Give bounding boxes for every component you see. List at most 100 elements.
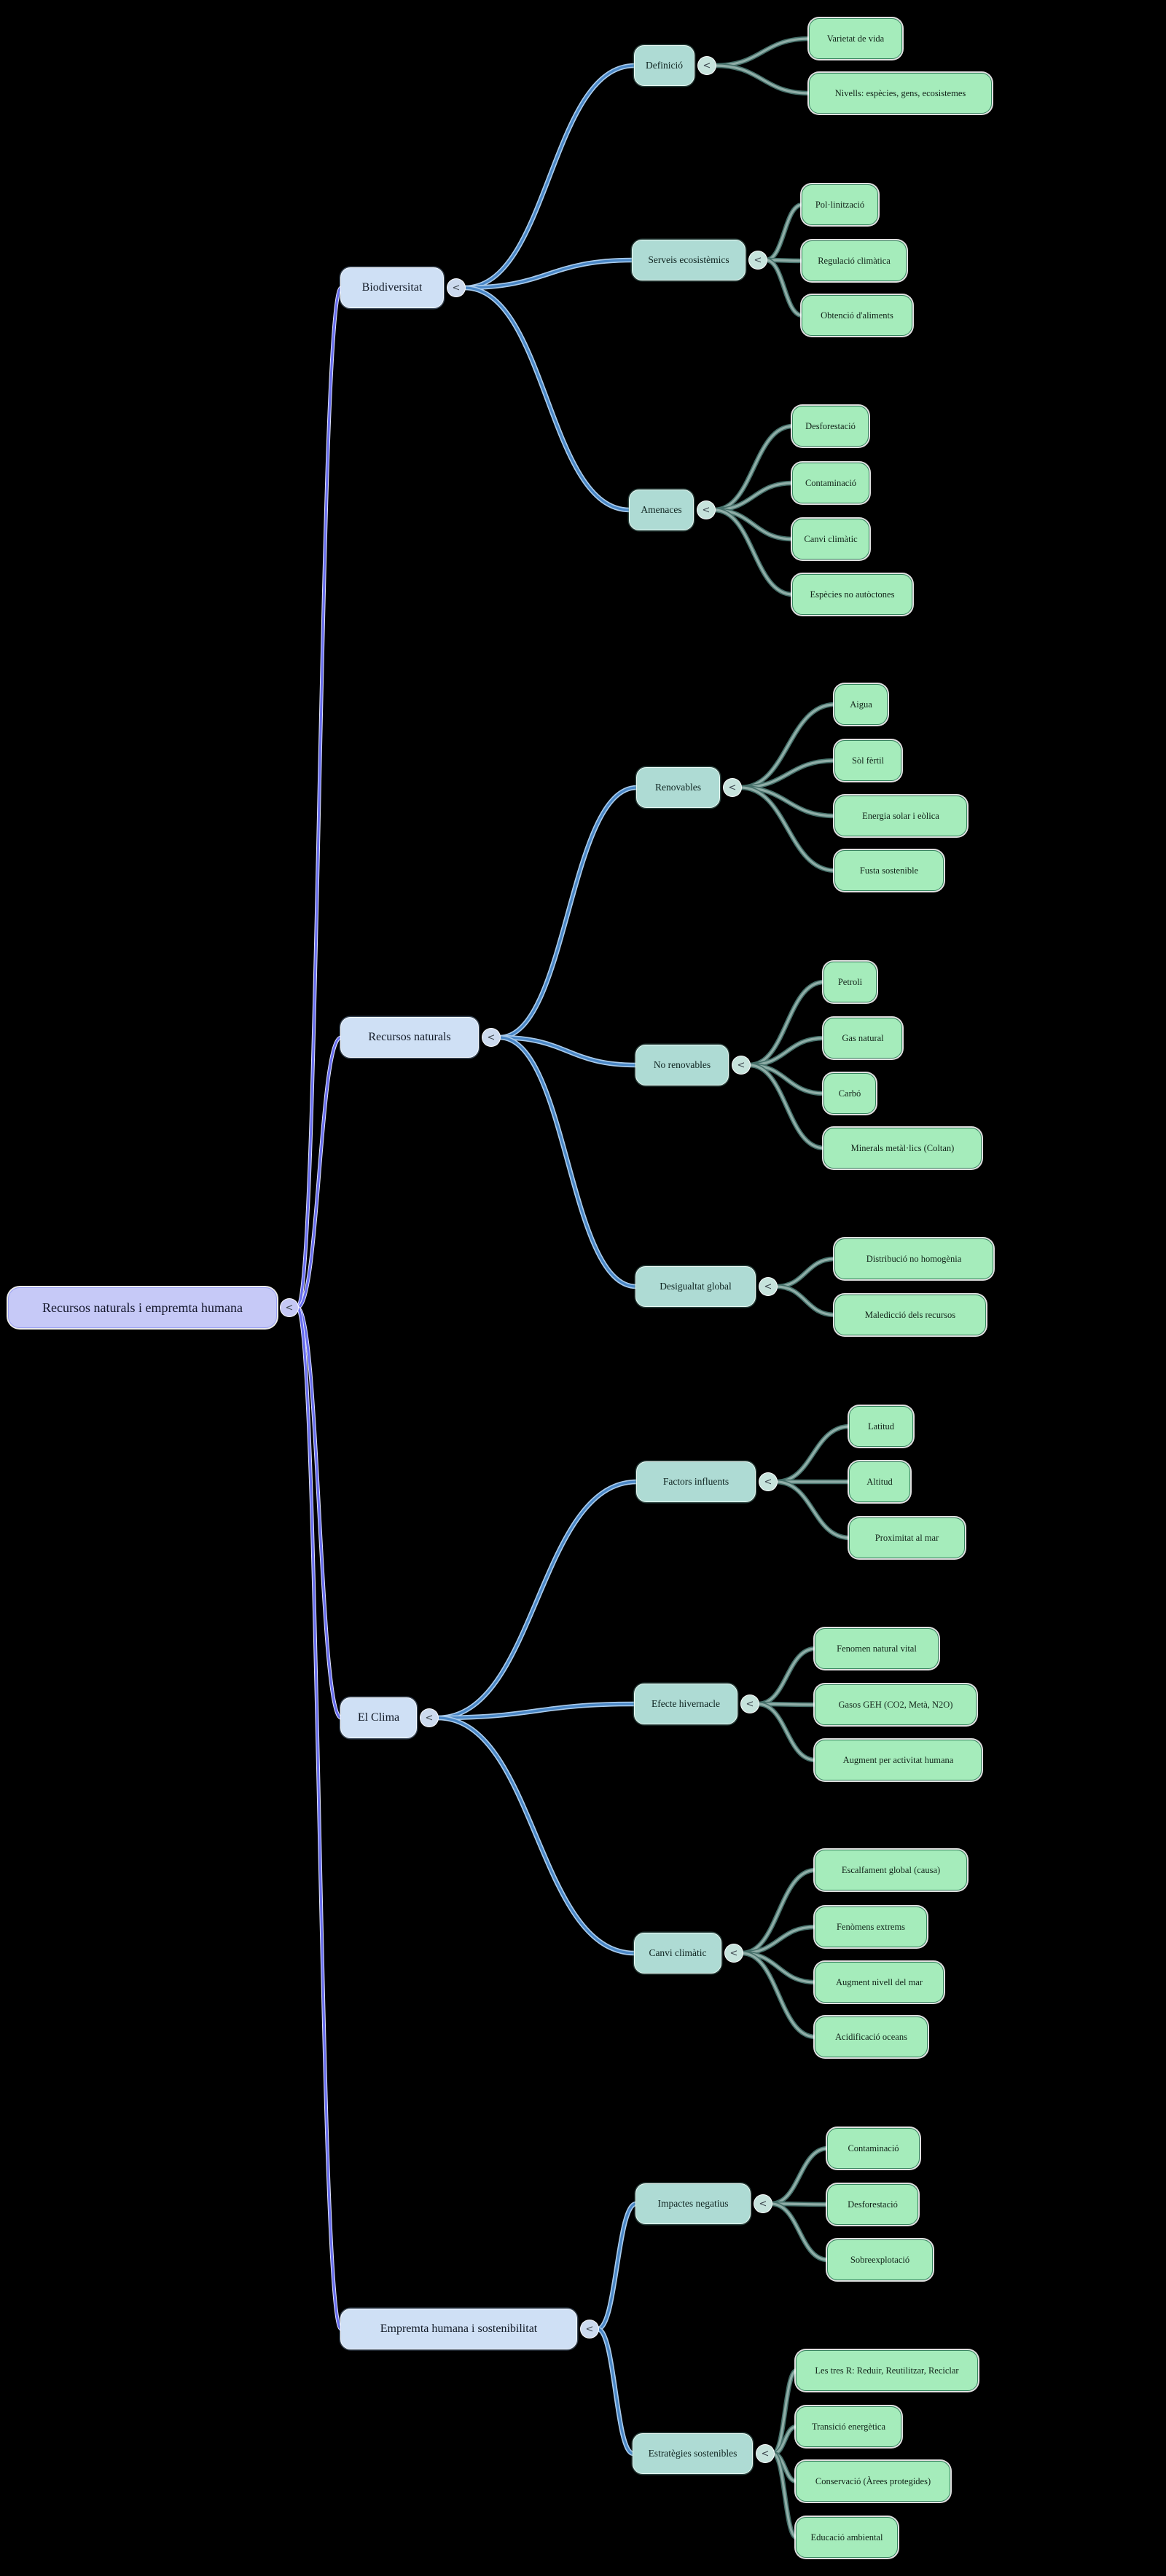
node-fenomen-natural-vital[interactable]: Fenomen natural vital: [815, 1628, 939, 1669]
branch-link: [713, 508, 794, 596]
node-fusta-sostenible[interactable]: Fusta sostenible: [834, 850, 944, 891]
node-latitud[interactable]: Latitud: [849, 1406, 913, 1447]
branch-link: [437, 1703, 635, 1719]
branch-link: [770, 2147, 829, 2205]
node-factors-influents[interactable]: Factors influents: [636, 1461, 756, 1502]
node-varietat-de-vida[interactable]: Varietat de vida: [809, 18, 902, 59]
node-regulacio-climatica[interactable]: Regulació climàtica: [802, 240, 907, 281]
node-recursos-naturals-i-empremta-humana[interactable]: Recursos naturals i empremta humana: [8, 1287, 277, 1328]
node-escalfament-global-causa[interactable]: Escalfament global (causa): [815, 1850, 967, 1890]
node-empremta-humana-i-sostenibilitat[interactable]: Empremta humana i sostenibilitat: [340, 2309, 577, 2349]
collapse-toggle[interactable]: <: [447, 278, 466, 297]
collapse-toggle[interactable]: <: [740, 1695, 759, 1713]
node-obtencio-d-aliments[interactable]: Obtenció d'aliments: [802, 295, 912, 336]
node-nivells-especies-gens-ecosistemes[interactable]: Nivells: espècies, gens, ecosistemes: [809, 73, 992, 114]
node-energia-solar-i-eolica[interactable]: Energia solar i eòlica: [834, 796, 967, 836]
node-el-clima[interactable]: El Clima: [340, 1697, 417, 1738]
node-canvi-climatic[interactable]: Canvi climàtic: [792, 519, 869, 559]
branch-link: [463, 286, 630, 511]
collapse-toggle[interactable]: <: [756, 2444, 775, 2463]
node-definicio[interactable]: Definició: [634, 45, 694, 86]
node-serveis-ecosistemics[interactable]: Serveis ecosistèmics: [632, 240, 746, 280]
branch-link: [765, 203, 803, 262]
collapse-toggle[interactable]: <: [724, 1944, 743, 1963]
node-minerals-metal-lics-coltan[interactable]: Minerals metàl·lics (Coltan): [823, 1128, 982, 1169]
node-carbo[interactable]: Carbó: [823, 1073, 876, 1114]
node-contaminacio[interactable]: Contaminació: [827, 2128, 920, 2169]
node-aigua[interactable]: Aigua: [834, 684, 888, 725]
branch-link: [772, 2452, 797, 2539]
branch-link: [498, 786, 638, 1039]
branch-link: [463, 259, 633, 289]
node-sobreexplotacio[interactable]: Sobreexplotació: [827, 2239, 933, 2280]
collapse-toggle[interactable]: <: [754, 2194, 772, 2213]
node-estrategies-sostenibles[interactable]: Estratègies sostenibles: [633, 2433, 753, 2474]
branch-link: [775, 1257, 836, 1288]
node-renovables[interactable]: Renovables: [636, 767, 720, 808]
collapse-toggle[interactable]: <: [732, 1056, 751, 1075]
branch-link: [714, 37, 810, 67]
node-gasos-geh-co2-meta-n2o[interactable]: Gasos GEH (CO2, Metà, N2O): [815, 1684, 977, 1725]
node-pol-linitzacio[interactable]: Pol·linització: [802, 184, 878, 225]
node-especies-no-autoctones[interactable]: Espècies no autòctones: [792, 574, 912, 615]
collapse-toggle[interactable]: <: [759, 1277, 778, 1296]
node-proximitat-al-mar[interactable]: Proximitat al mar: [849, 1517, 965, 1558]
branch-link: [498, 1036, 637, 1288]
branch-link: [714, 64, 810, 95]
node-acidificacio-oceans[interactable]: Acidificació oceans: [815, 2017, 928, 2057]
collapse-toggle[interactable]: <: [723, 778, 742, 797]
branch-link: [775, 1425, 850, 1483]
branch-link: [597, 2202, 637, 2330]
node-malediccio-dels-recursos[interactable]: Maledicció dels recursos: [834, 1295, 986, 1335]
branch-link: [437, 1480, 638, 1719]
branch-link: [463, 64, 635, 289]
node-fenomens-extrems[interactable]: Fenòmens extrems: [815, 1907, 927, 1947]
branch-link: [757, 1647, 816, 1705]
node-augment-per-activitat-humana[interactable]: Augment per activitat humana: [815, 1740, 982, 1780]
branch-link: [296, 1306, 343, 2330]
branch-link: [770, 2202, 829, 2261]
branch-link: [498, 1036, 637, 1067]
branch-link: [775, 1285, 836, 1316]
branch-link: [748, 981, 825, 1067]
node-canvi-climatic[interactable]: Canvi climàtic: [634, 1933, 721, 1974]
node-recursos-naturals[interactable]: Recursos naturals: [340, 1017, 479, 1058]
branch-link: [597, 2328, 634, 2455]
collapse-toggle[interactable]: <: [420, 1708, 439, 1727]
collapse-toggle[interactable]: <: [697, 56, 716, 75]
node-distribucio-no-homogenia[interactable]: Distribució no homogènia: [834, 1238, 993, 1279]
node-altitud[interactable]: Altitud: [849, 1461, 910, 1502]
collapse-toggle[interactable]: <: [280, 1298, 299, 1317]
node-contaminacio[interactable]: Contaminació: [792, 463, 869, 503]
node-desforestacio[interactable]: Desforestació: [792, 406, 869, 447]
node-no-renovables[interactable]: No renovables: [635, 1045, 729, 1085]
node-les-tres-r-reduir-reutilitzar-reciclar[interactable]: Les tres R: Reduir, Reutilitzar, Recicla…: [796, 2350, 978, 2391]
node-impactes-negatius[interactable]: Impactes negatius: [635, 2183, 751, 2224]
node-gas-natural[interactable]: Gas natural: [823, 1018, 902, 1059]
collapse-toggle[interactable]: <: [697, 500, 716, 519]
node-desforestacio[interactable]: Desforestació: [827, 2184, 918, 2225]
node-augment-nivell-del-mar[interactable]: Augment nivell del mar: [815, 1962, 944, 2003]
node-desigualtat-global[interactable]: Desigualtat global: [635, 1266, 756, 1307]
branch-link: [297, 1036, 342, 1309]
branch-link: [748, 1064, 825, 1150]
node-amenaces[interactable]: Amenaces: [629, 490, 694, 530]
node-sol-fertil[interactable]: Sòl fèrtil: [834, 740, 901, 781]
branch-link: [775, 1480, 850, 1539]
collapse-toggle[interactable]: <: [759, 1472, 778, 1491]
collapse-toggle[interactable]: <: [748, 251, 767, 270]
node-transicio-energetica[interactable]: Transició energètica: [796, 2406, 901, 2447]
branch-link: [740, 786, 836, 872]
node-educacio-ambiental[interactable]: Educació ambiental: [796, 2517, 898, 2558]
node-efecte-hivernacle[interactable]: Efecte hivernacle: [634, 1684, 737, 1724]
node-conservacio-arees-protegides[interactable]: Conservació (Àrees protegides): [796, 2461, 950, 2502]
branch-link: [296, 286, 343, 1309]
node-petroli[interactable]: Petroli: [823, 962, 877, 1002]
collapse-toggle[interactable]: <: [482, 1028, 501, 1047]
collapse-toggle[interactable]: <: [580, 2320, 599, 2339]
node-biodiversitat[interactable]: Biodiversitat: [340, 267, 444, 308]
branch-link: [765, 259, 803, 317]
branch-link: [741, 1952, 816, 2038]
